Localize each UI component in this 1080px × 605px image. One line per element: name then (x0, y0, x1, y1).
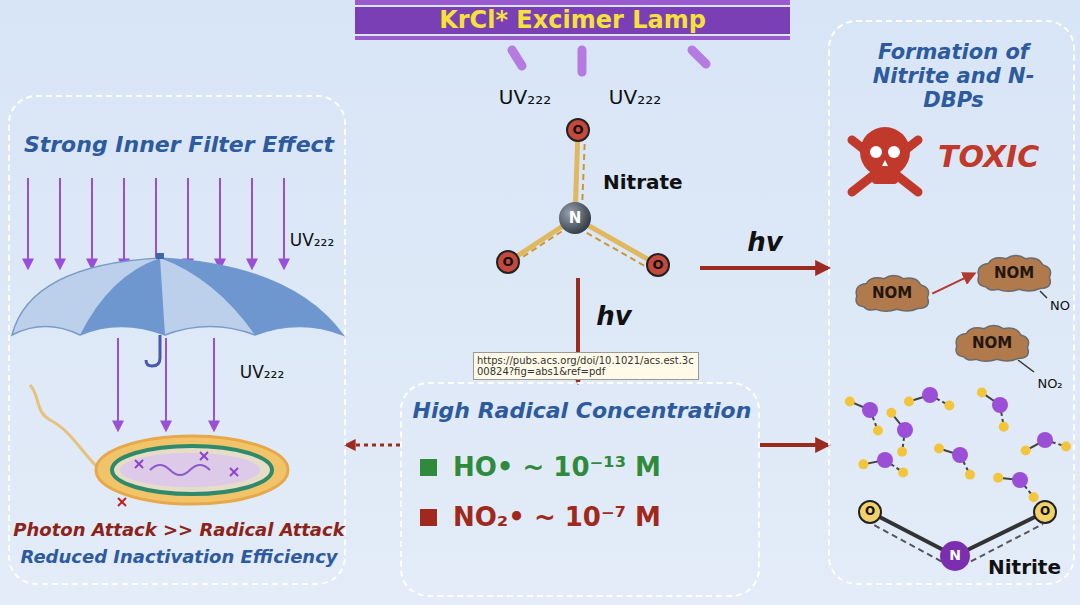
text-label: NO (1050, 299, 1070, 313)
edge-label: hv (747, 228, 782, 257)
cloud-label: NOM (872, 285, 912, 302)
panel-text: TOXIC (938, 140, 1068, 175)
text-label: UV₂₂₂ (499, 86, 551, 108)
legend-item: HO• ~ 10⁻¹³ M (420, 452, 661, 482)
bacterium (30, 385, 288, 506)
nom-cloud: NOM (852, 274, 932, 313)
panel-text: Strong Inner Filter Effect (10, 132, 348, 157)
connector-arrow (346, 444, 400, 447)
lamp-band: KrCl* Excimer Lamp (355, 0, 790, 40)
cloud-label: NOM (994, 265, 1034, 282)
panel-text: Reduced Inactivation Efficiency (10, 547, 348, 568)
text-label: N (569, 210, 582, 227)
text-label: UV₂₂₂ (290, 231, 335, 250)
legend-text: NO₂• ~ 10⁻⁷ M (453, 502, 661, 532)
panel-text: Nitrate (603, 171, 698, 194)
edge-label: hv (596, 302, 631, 331)
text-label: O (1040, 505, 1050, 518)
text-label: N (949, 548, 961, 563)
product-panel: Formation of Nitrite and N-DBPsTOXIC Nitr… (828, 20, 1075, 585)
panel-text: Photon Attack >> Radical Attack (10, 520, 348, 541)
legend-text: HO• ~ 10⁻¹³ M (453, 452, 661, 482)
effect-panel: Strong Inner Filter EffectPhoton Attack … (8, 95, 346, 585)
text-label: NO₂ (1037, 377, 1062, 391)
lamp-rays (512, 50, 706, 72)
nitrate-bonds (497, 119, 669, 276)
legend-item: NO₂• ~ 10⁻⁷ M (420, 502, 661, 532)
umbrella (12, 253, 343, 366)
panel-text: Formation of Nitrite and N-DBPs (848, 40, 1059, 112)
skull-icon (852, 127, 918, 192)
text-label: O (502, 255, 513, 269)
connector-arrow (760, 443, 828, 447)
cloud-label: NOM (972, 335, 1012, 352)
lamp-label: KrCl* Excimer Lamp (355, 7, 790, 35)
legend-swatch (420, 509, 437, 526)
text-label: O (865, 505, 875, 518)
text-label: O (652, 258, 663, 272)
panel-text: High Radical Concentration (402, 398, 762, 423)
connector-arrow (932, 274, 974, 294)
text-label: UV₂₂₂ (609, 86, 661, 108)
nom-cloud: NOM (952, 324, 1032, 363)
url-tooltip: https://pubs.acs.org/doi/10.1021/acs.est… (473, 352, 699, 380)
panel-text: Nitrite (988, 556, 1074, 579)
legend-swatch (420, 459, 437, 476)
nitrite-molecules (845, 387, 1071, 502)
connector-arrow (700, 266, 828, 270)
radical-panel: High Radical Concentration (400, 382, 760, 597)
text-label: UV₂₂₂ (240, 363, 285, 382)
nom-cloud: NOM (974, 254, 1054, 293)
lamp-stripes (355, 0, 790, 40)
text-label: O (572, 123, 583, 137)
bond-line (1018, 291, 1047, 372)
